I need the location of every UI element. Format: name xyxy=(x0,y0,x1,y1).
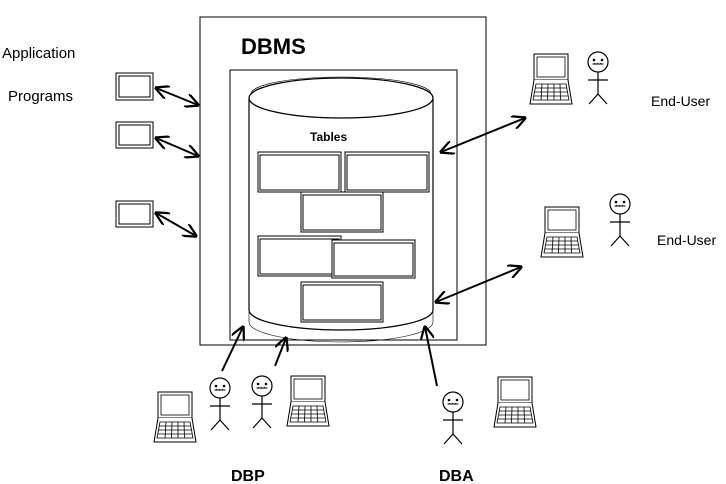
stick-figure-icon xyxy=(442,391,464,445)
application-label: Application xyxy=(2,45,75,62)
arrow-icon xyxy=(156,88,198,105)
stick-figure-icon xyxy=(587,51,609,105)
table-box xyxy=(257,235,342,277)
table-box xyxy=(257,151,342,193)
laptop-icon xyxy=(493,376,537,428)
laptop-icon xyxy=(153,391,197,443)
table-box xyxy=(300,281,384,323)
table-box xyxy=(344,151,430,193)
arrow-icon xyxy=(156,213,196,236)
arrow-icon xyxy=(425,327,438,387)
table-box xyxy=(331,239,416,279)
end-user-bottom-label: End-User xyxy=(657,232,716,248)
arrow-icon xyxy=(156,138,198,156)
terminal-icon xyxy=(115,200,154,228)
laptop-icon xyxy=(540,206,584,258)
stick-figure-icon xyxy=(609,193,631,247)
dbms-title: DBMS xyxy=(241,34,306,59)
laptop-icon xyxy=(529,53,573,105)
arrow-icon xyxy=(221,327,243,372)
terminal-icon xyxy=(115,72,154,101)
dbp-label: DBP xyxy=(231,468,265,484)
stick-figure-icon xyxy=(209,377,231,431)
terminal-icon xyxy=(115,121,154,149)
table-box xyxy=(300,191,384,233)
tables-label: Tables xyxy=(310,130,347,144)
programs-label: Programs xyxy=(8,88,73,105)
arrow-icon xyxy=(436,267,521,302)
dba-label: DBA xyxy=(439,468,474,484)
end-user-top-label: End-User xyxy=(651,93,710,109)
arrow-icon xyxy=(274,338,286,367)
arrow-icon xyxy=(441,118,525,152)
laptop-icon xyxy=(286,375,330,427)
stick-figure-icon xyxy=(251,375,273,429)
